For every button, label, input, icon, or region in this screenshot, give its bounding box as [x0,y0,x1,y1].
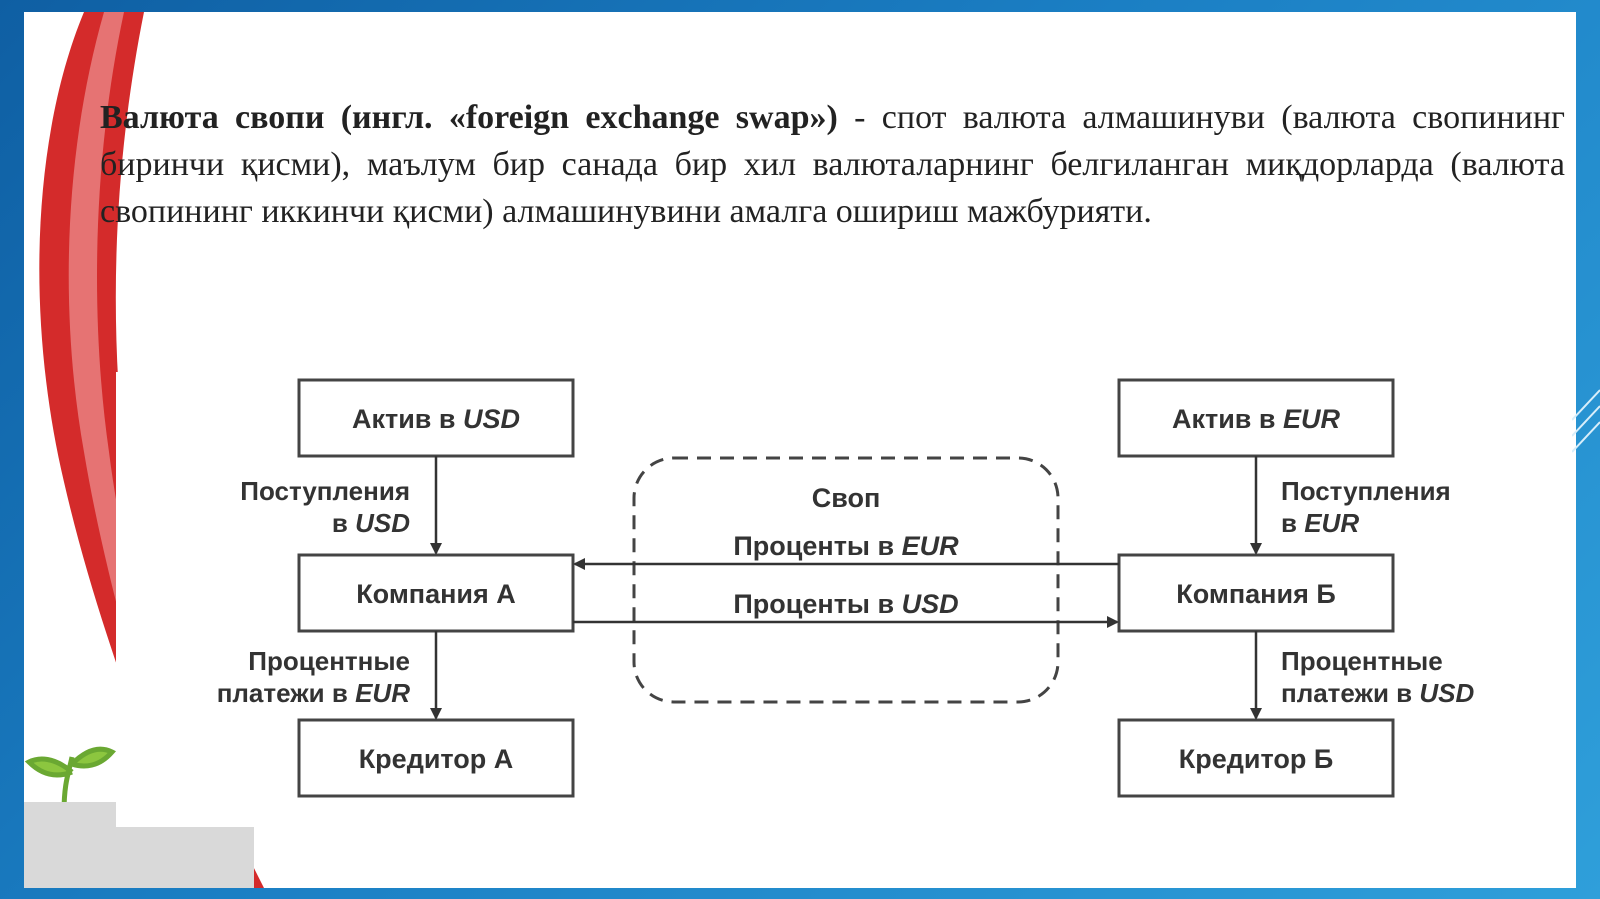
asset-b-prefix: Актив в [1172,404,1283,434]
svg-text:платежи в EUR: платежи в EUR [217,678,411,708]
receipts-b-currency: EUR [1304,508,1359,538]
asset-a-prefix: Актив в [352,404,463,434]
payments-a-currency: EUR [355,678,410,708]
svg-text:Проценты в USD: Проценты в USD [733,589,958,619]
payments-b-line1: Процентные [1281,646,1443,676]
receipts-b-line1: Поступления [1281,476,1451,506]
payments-a-line1: Процентные [248,646,410,676]
swap-label: Своп [812,483,881,513]
company-a-box: Компания А [297,553,575,633]
creditor-a-box: Кредитор А [297,718,575,798]
swap-diagram: Своп Актив в USD Компания А Кредитор А А… [217,378,1475,798]
receipts-a-prefix: в [332,508,355,538]
svg-text:в USD: в USD [332,508,410,538]
receipts-b-prefix: в [1281,508,1304,538]
company-a-label: Компания А [356,579,516,609]
asset-a-currency: USD [463,404,520,434]
flow-left-currency: EUR [902,531,960,561]
slide: Валюта свопи (ингл. «foreign exchange sw… [24,12,1576,888]
flow-right-prefix: Проценты в [733,589,901,619]
svg-text:Актив в EUR: Актив в EUR [1172,404,1341,434]
red-ribbon-highlight [68,12,219,888]
receipts-a-currency: USD [355,508,410,538]
flow-left-prefix: Проценты в [733,531,901,561]
company-b-box: Компания Б [1117,553,1395,633]
diagram-panel: Своп Актив в USD Компания А Кредитор А А… [116,372,1576,827]
swap-area [632,456,1060,704]
frame-decoration [1572,389,1600,453]
asset-b-box: Актив в EUR [1117,378,1395,458]
definition-body: - спот валюта алмашинуви (валюта свопини… [100,99,1565,230]
company-b-label: Компания Б [1176,579,1335,609]
svg-text:Проценты в EUR: Проценты в EUR [733,531,959,561]
asset-b-currency: EUR [1283,404,1341,434]
payments-b-prefix: платежи в [1281,678,1419,708]
payments-b-currency: USD [1419,678,1474,708]
sprout-icon [24,746,117,813]
svg-text:Актив в USD: Актив в USD [352,404,520,434]
definition-term: Валюта свопи (ингл. «foreign exchange sw… [100,99,838,136]
flow-right-currency: USD [902,589,959,619]
svg-text:платежи в USD: платежи в USD [1281,678,1475,708]
creditor-b-label: Кредитор Б [1179,744,1334,774]
asset-a-box: Актив в USD [297,378,575,458]
payments-a-prefix: платежи в [217,678,355,708]
definition-text: Валюта свопи (ингл. «foreign exchange sw… [100,94,1565,235]
creditor-b-box: Кредитор Б [1117,718,1395,798]
creditor-a-label: Кредитор А [359,744,514,774]
svg-text:в EUR: в EUR [1281,508,1359,538]
receipts-a-line1: Поступления [240,476,410,506]
